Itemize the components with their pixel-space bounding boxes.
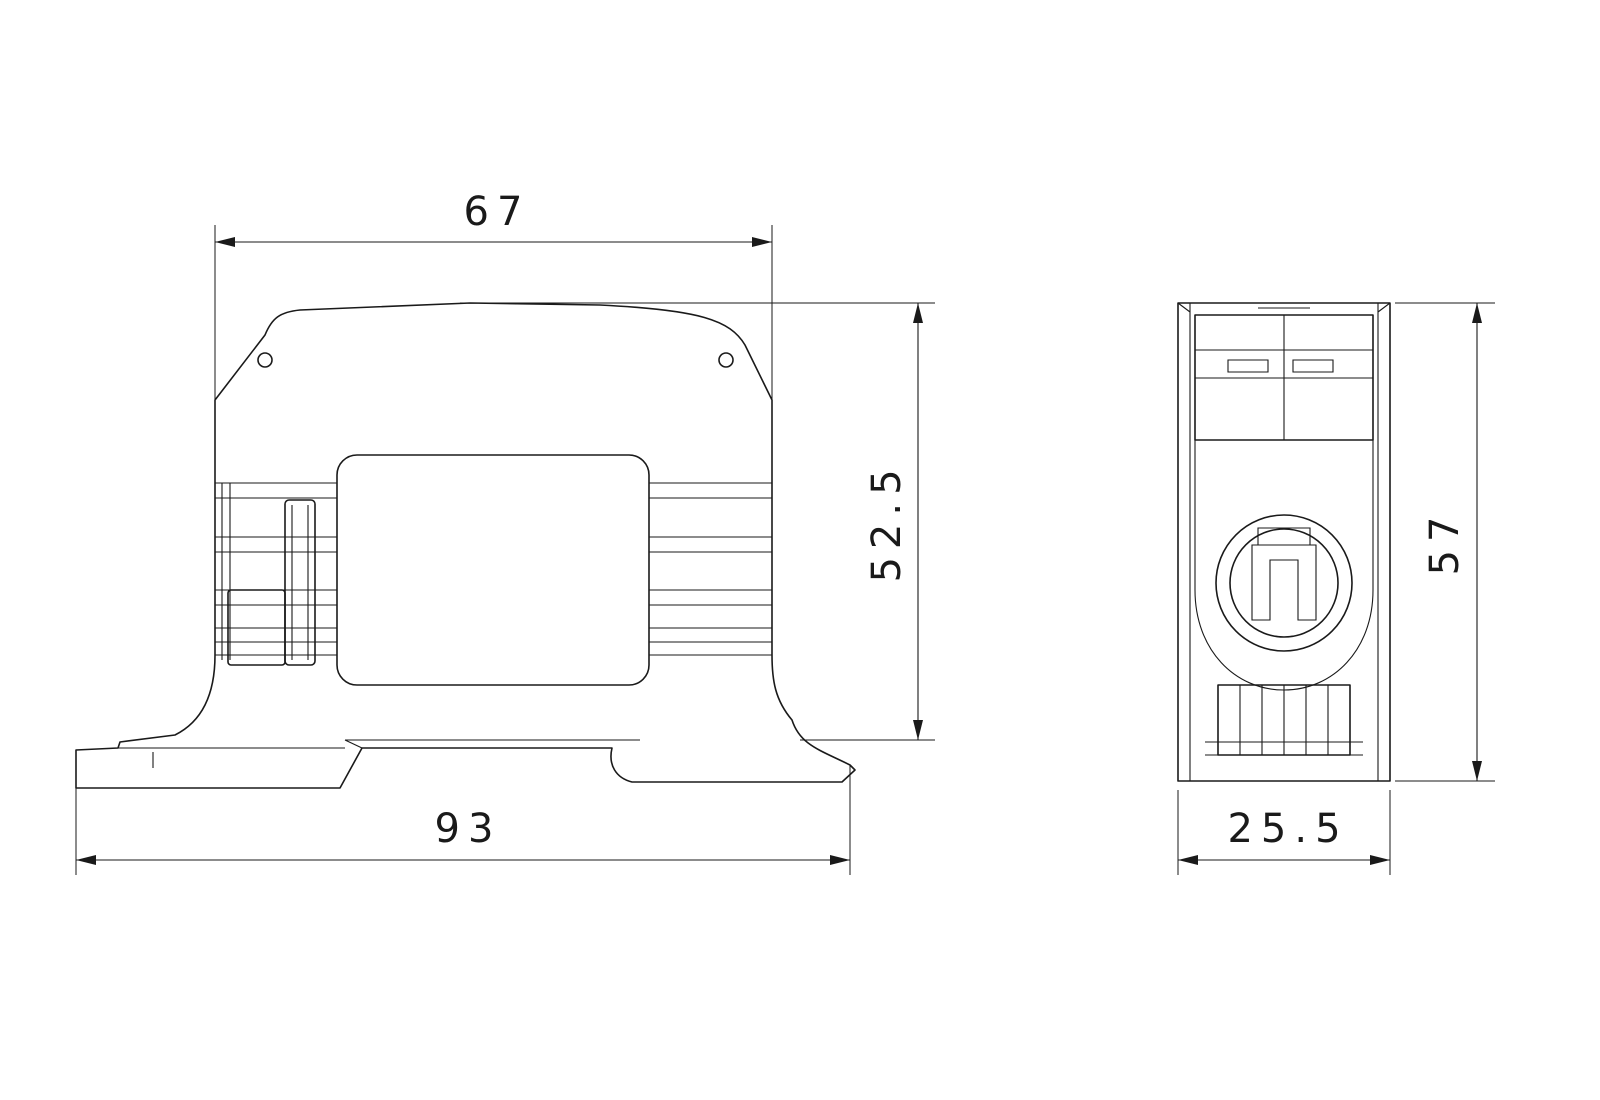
side-body-curve [1194,440,1374,691]
dimension-label-52-5: 52.5 [864,461,910,582]
dimension-57: 57 [1395,302,1495,782]
dimension-label-93: 93 [435,806,502,852]
front-center-window [336,454,650,686]
mounting-hole-left [257,352,273,368]
side-round-terminal-inner [1229,528,1339,638]
side-bottom-slots [1205,685,1363,756]
front-fins-right [649,482,772,656]
side-outline [1177,302,1391,782]
dimension-67: 67 [214,189,773,400]
front-housing-outline [75,302,856,789]
dimension-25-5: 25.5 [1177,790,1391,875]
dimension-label-67: 67 [464,189,531,235]
front-latch-block [227,589,286,666]
front-view [75,302,856,789]
dimension-93: 93 [75,750,851,875]
dimension-52-5: 52.5 [460,302,935,741]
side-flange-right [1377,302,1391,781]
side-round-terminal-outer [1215,514,1353,652]
front-rail-edge [118,739,640,749]
mounting-hole-right [718,352,734,368]
front-latch-inner [291,505,309,660]
side-terminal-clamp [1251,527,1317,621]
dimension-label-25-5: 25.5 [1227,806,1348,852]
front-latch-bar [284,499,316,666]
side-top-screws [1195,307,1373,379]
front-fins-left [215,482,337,660]
side-view [1177,302,1391,782]
dimension-label-57: 57 [1422,509,1468,576]
side-flange-left [1177,302,1191,781]
